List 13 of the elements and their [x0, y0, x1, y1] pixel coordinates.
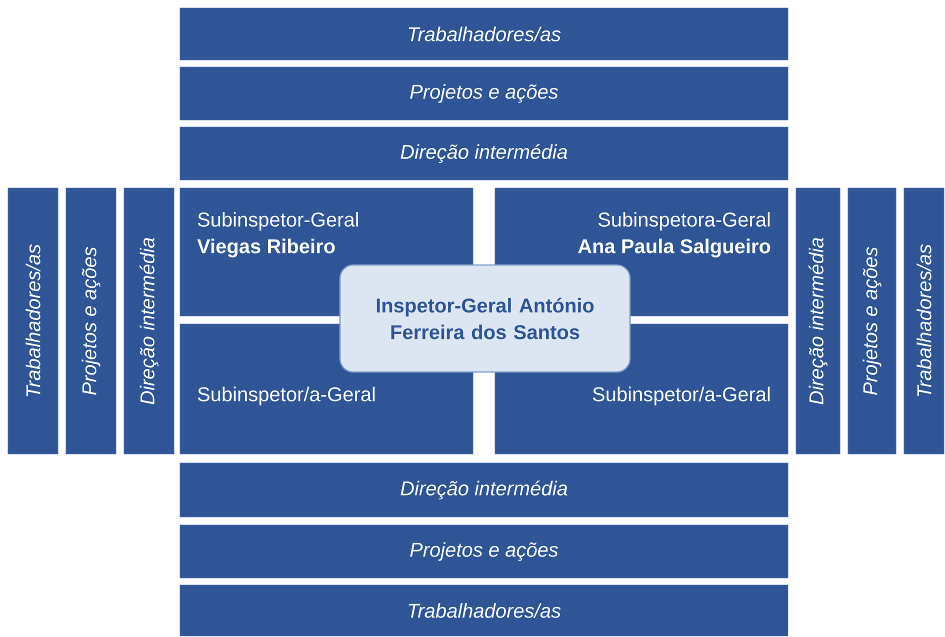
band-box: Direção intermédia [180, 462, 788, 518]
band-box: Projetos e ações [848, 188, 896, 454]
band-box: Trabalhadores/as [8, 188, 58, 454]
band-box: Projetos e ações [180, 524, 788, 578]
band-box: Trabalhadores/as [180, 584, 788, 636]
center-box: Inspetor-Geral António Ferreira dos Santos [339, 264, 631, 373]
band-box: Trabalhadores/as [180, 8, 788, 60]
band-box: Projetos e ações [66, 188, 116, 454]
band-box: Direção intermédia [796, 188, 840, 454]
band-box: Trabalhadores/as [904, 188, 944, 454]
band-box: Direção intermédia [124, 188, 174, 454]
band-box: Direção intermédia [180, 126, 788, 180]
band-box: Projetos e ações [180, 66, 788, 120]
